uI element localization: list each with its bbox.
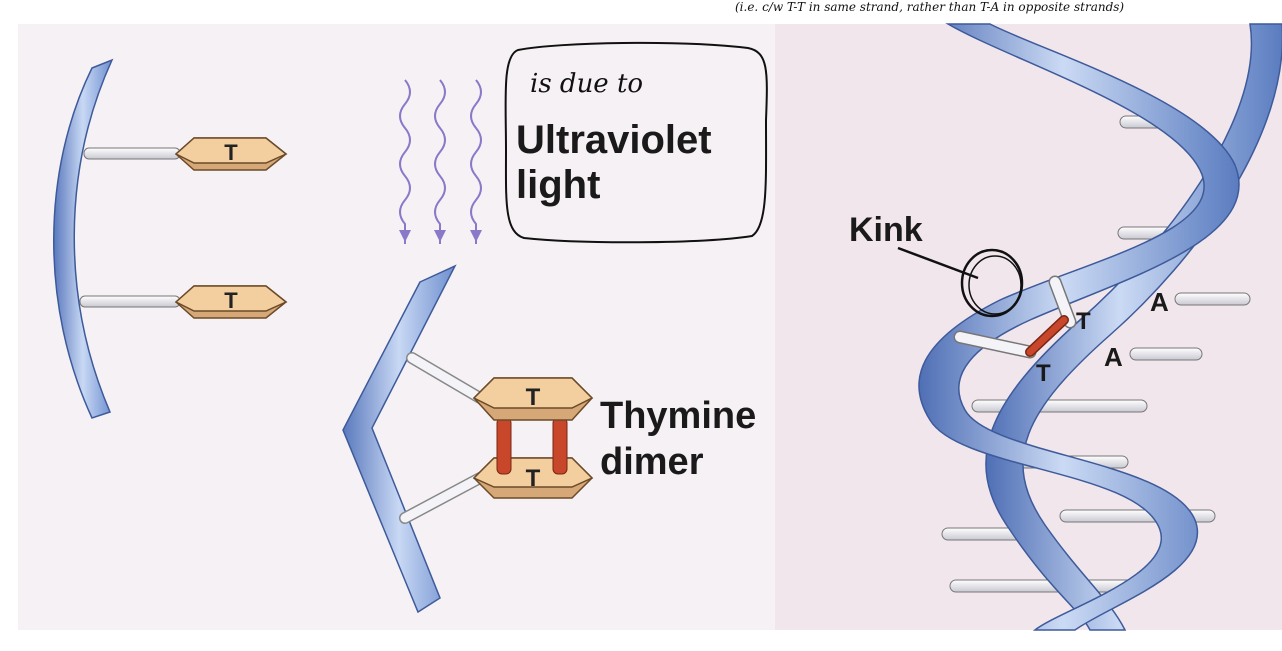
base-letter: T bbox=[224, 288, 238, 313]
uv-label-line2: light bbox=[516, 163, 600, 207]
base-pair-rung bbox=[1129, 347, 1203, 361]
arrow-icon bbox=[470, 230, 482, 242]
dimer-bond bbox=[496, 417, 512, 475]
uv-label-line1: Ultraviolet bbox=[516, 118, 712, 162]
dimer-label-line2: dimer bbox=[600, 441, 704, 483]
uv-callout: is due to Ultraviolet light bbox=[504, 41, 768, 244]
thymine-base-bottom: T bbox=[472, 457, 594, 499]
left-strand: T T bbox=[53, 58, 288, 419]
thymine-base-2: T bbox=[174, 285, 288, 319]
helix-thymine-dimer bbox=[953, 275, 1077, 359]
dimer-bond bbox=[1026, 316, 1068, 356]
kinked-backbone bbox=[342, 264, 457, 614]
thymine-base-1: T bbox=[174, 137, 288, 171]
base-pair-rung bbox=[971, 399, 1148, 413]
handwritten-note-top: (i.e. c/w T-T in same strand, rather tha… bbox=[735, 0, 1124, 14]
dimer-label-line1: Thymine bbox=[600, 395, 756, 437]
kink-pointer bbox=[897, 246, 979, 280]
uv-light-waves bbox=[399, 79, 482, 244]
handwritten-box bbox=[504, 41, 768, 244]
uv-wave bbox=[399, 79, 411, 244]
base-letter: T bbox=[526, 384, 541, 411]
arrow-icon bbox=[434, 230, 446, 242]
arrow-icon bbox=[399, 230, 411, 242]
thymine-rod bbox=[1050, 277, 1075, 327]
helix-strand-back bbox=[985, 23, 1282, 631]
handwritten-note: is due to bbox=[530, 69, 643, 99]
adenine-label: A bbox=[1104, 342, 1123, 372]
thymine-rod bbox=[955, 332, 1035, 357]
kink-circle bbox=[960, 248, 1024, 318]
base-letter: T bbox=[224, 140, 238, 165]
uv-wave bbox=[434, 79, 446, 244]
base-connector-rod bbox=[83, 147, 181, 160]
dimer-strand: T T Thymine dimer bbox=[342, 264, 756, 614]
adenine-label: A bbox=[1150, 287, 1169, 317]
uv-wave bbox=[470, 79, 482, 244]
base-letter: T bbox=[526, 465, 541, 492]
base-pair-rung bbox=[1174, 292, 1251, 306]
kink-label: Kink bbox=[849, 211, 923, 249]
thymine-base-top: T bbox=[472, 377, 594, 421]
thymine-label: T bbox=[1076, 308, 1091, 335]
base-connector-rod bbox=[79, 295, 181, 308]
helix-strand-front bbox=[918, 23, 1240, 631]
dimer-bond bbox=[552, 417, 568, 475]
backbone-strand bbox=[53, 58, 114, 419]
double-helix: Kink T T A A bbox=[849, 23, 1282, 631]
thymine-label: T bbox=[1036, 360, 1051, 387]
